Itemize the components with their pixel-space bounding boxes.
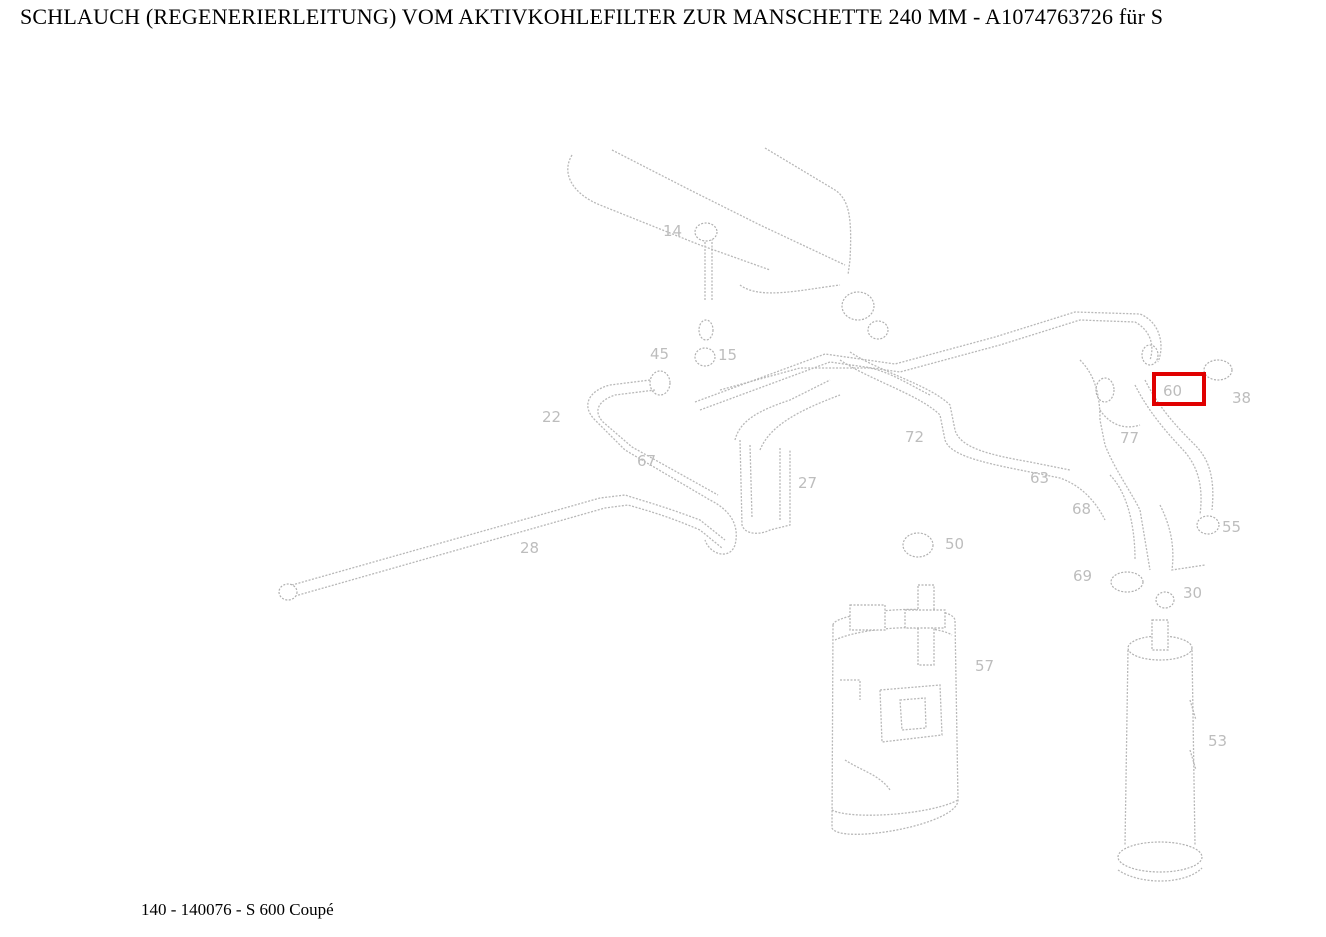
- callout-label: 45: [650, 345, 669, 363]
- callout-label: 67: [637, 452, 656, 470]
- callout-label: 38: [1232, 389, 1251, 407]
- selected-part-highlight[interactable]: [1152, 372, 1206, 406]
- callout-label: 57: [975, 657, 994, 675]
- callout-label: 69: [1073, 567, 1092, 585]
- callout-label: 55: [1222, 518, 1241, 536]
- callout-label: 15: [718, 346, 737, 364]
- left-hose-loop: [587, 379, 841, 555]
- page-title: SCHLAUCH (REGENERIERLEITUNG) VOM AKTIVKO…: [20, 4, 1164, 29]
- long-pipe: [278, 494, 726, 601]
- callout-label: 28: [520, 539, 539, 557]
- carbon-canister: [831, 584, 959, 835]
- fuel-filter: [1117, 619, 1203, 882]
- callout-label: 53: [1208, 732, 1227, 750]
- callout-label: 77: [1120, 429, 1139, 447]
- upper-duct-assembly: [567, 147, 852, 300]
- hose-network: [694, 311, 1214, 571]
- callout-label: 50: [945, 535, 964, 553]
- callout-label: 60: [1163, 382, 1182, 400]
- callout-label: 72: [905, 428, 924, 446]
- callout-label: 68: [1072, 500, 1091, 518]
- footer-caption: 140 - 140076 - S 600 Coupé: [141, 900, 334, 919]
- callout-label: 27: [798, 474, 817, 492]
- callout-label: 22: [542, 408, 561, 426]
- callout-label: 14: [663, 222, 682, 240]
- callout-label: 63: [1030, 469, 1049, 487]
- callout-label: 30: [1183, 584, 1202, 602]
- callout-labels: 14 15 22 27 28 30 38 45 50 53 55 57 60 6…: [520, 222, 1251, 750]
- fittings: [649, 222, 1233, 609]
